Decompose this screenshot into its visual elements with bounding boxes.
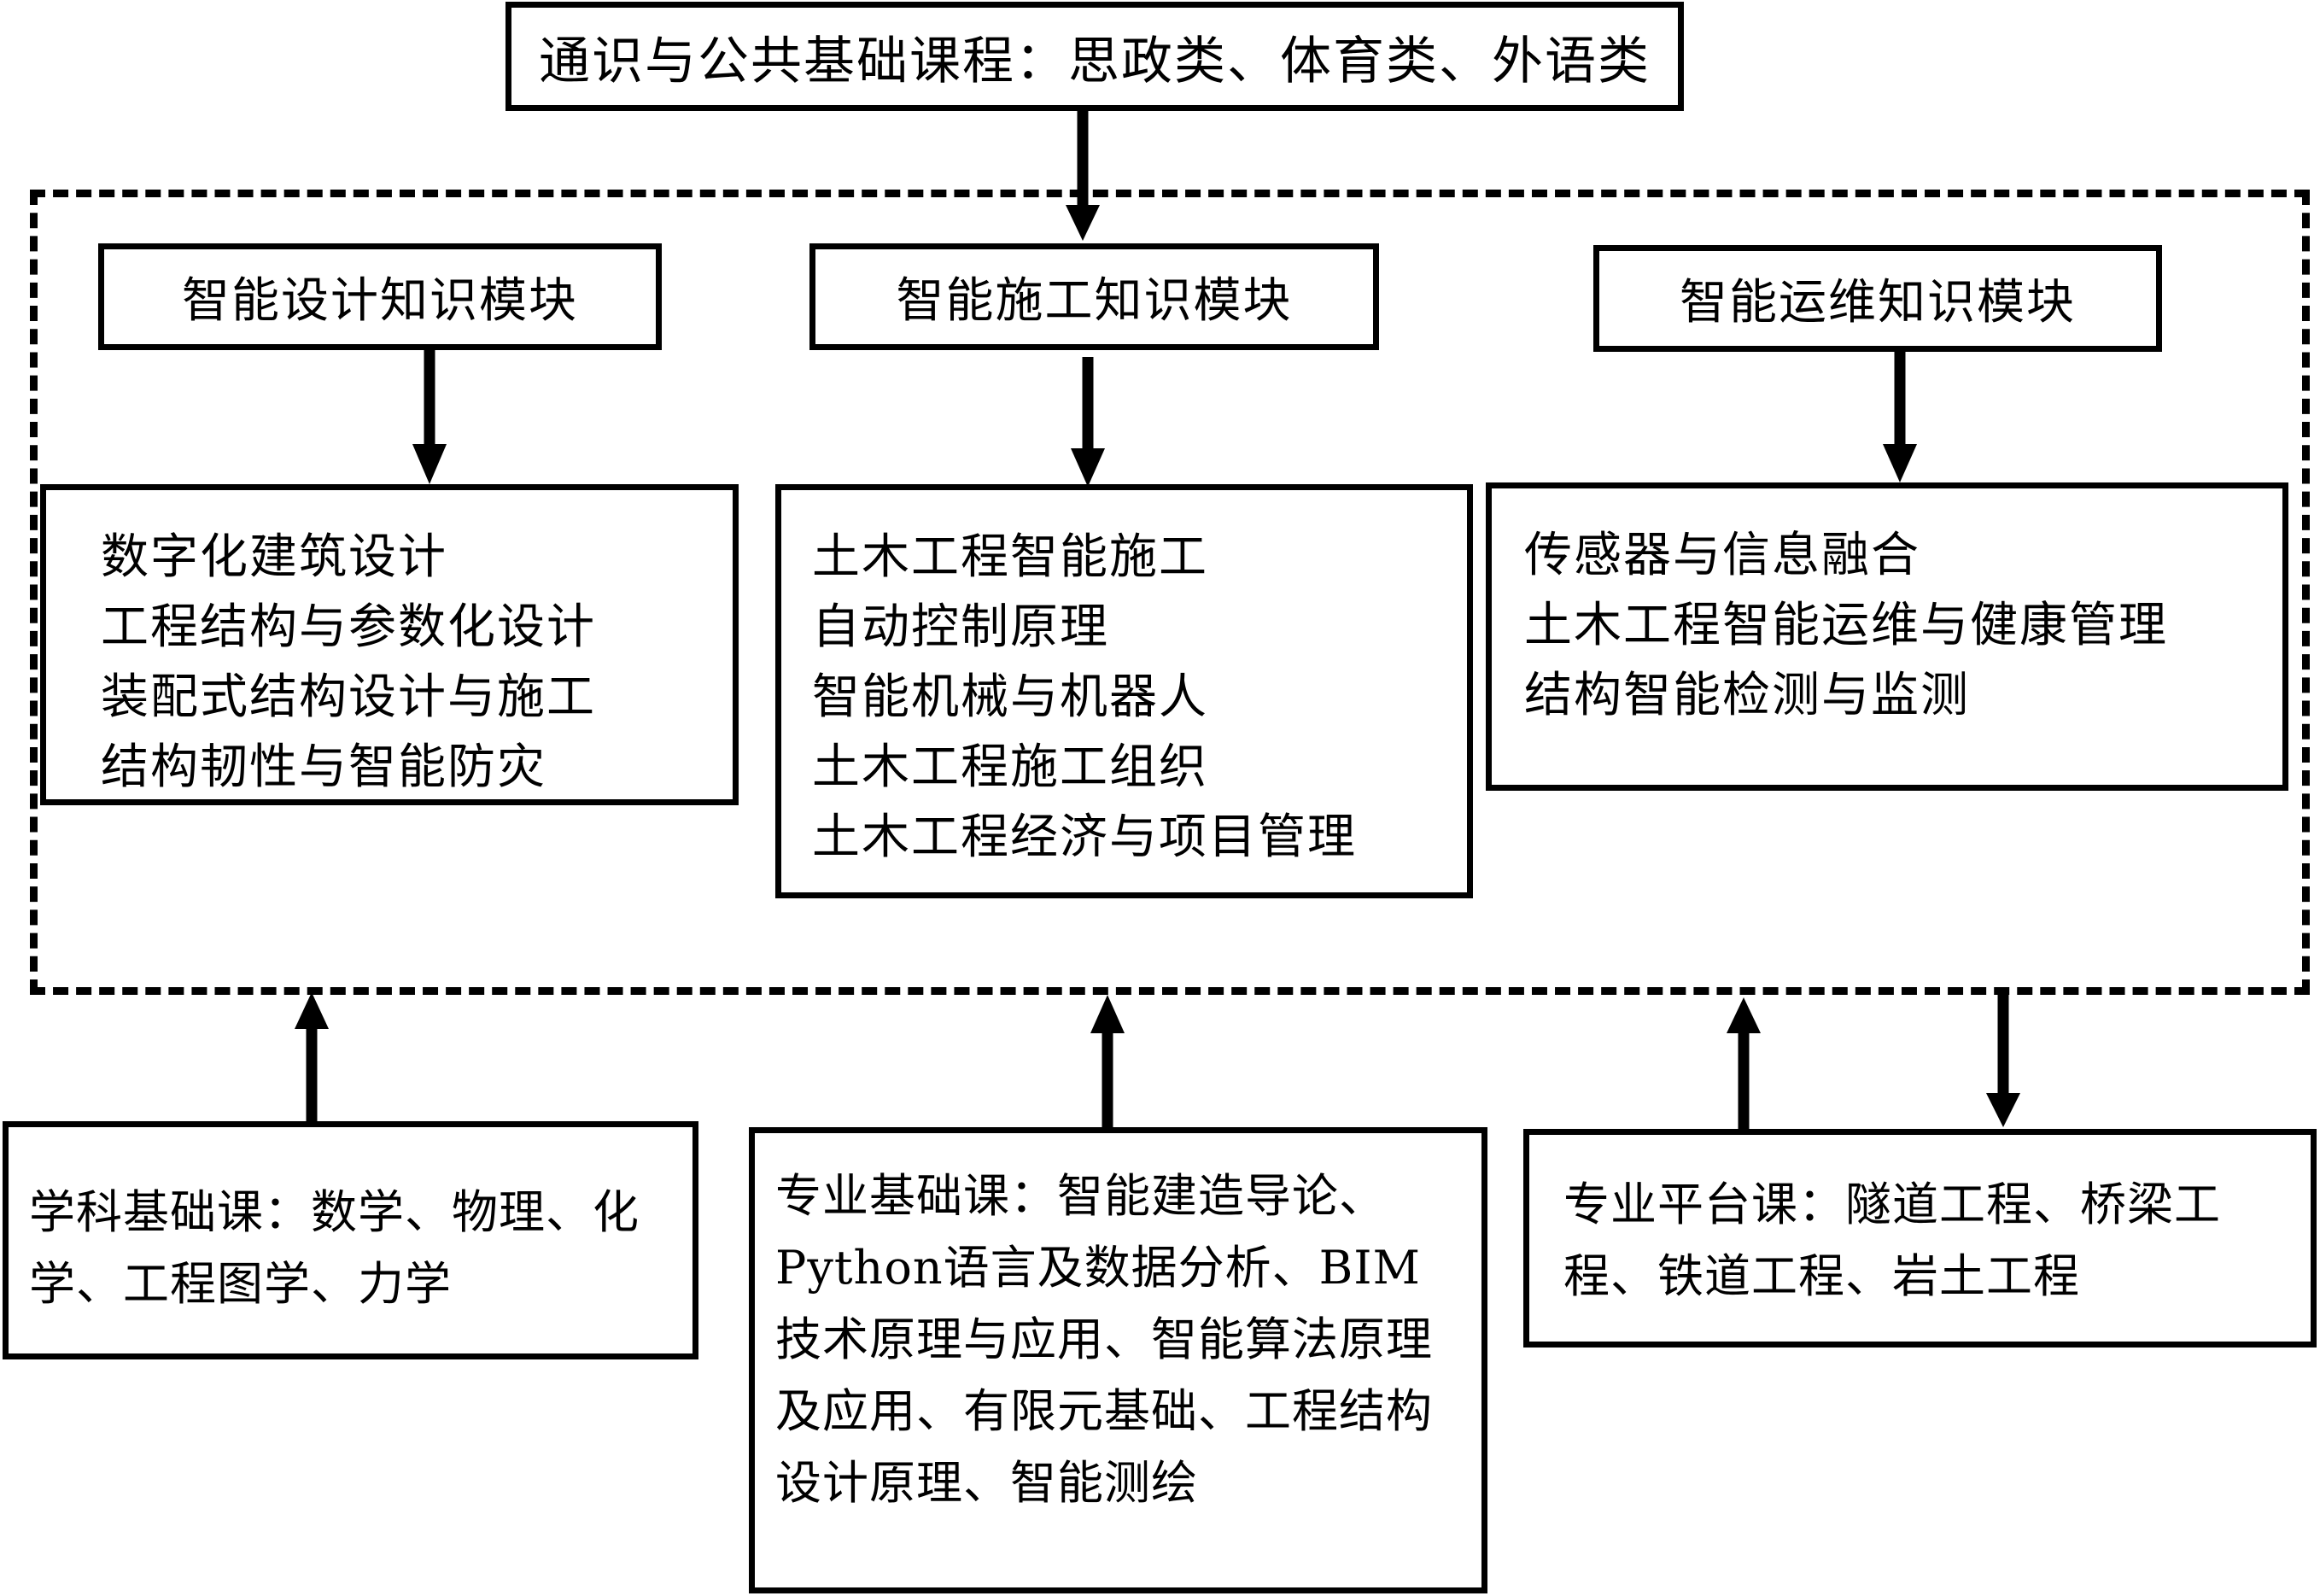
module-title: 智能施工知识模块: [896, 273, 1293, 329]
module-header-design: 智能设计知识模块: [98, 243, 662, 350]
arrow-up-icon: [295, 992, 329, 1125]
module-courses-construction: 土木工程智能施工 自动控制原理 智能机械与机器人 土木工程施工组织 土木工程经济…: [775, 484, 1473, 898]
general-education-box: 通识与公共基础课程：思政类、体育类、外语类: [505, 2, 1684, 111]
module-header-construction: 智能施工知识模块: [809, 243, 1379, 350]
module-title: 智能设计知识模块: [182, 273, 578, 329]
major-basics-text: 专业基础课：智能建造导论、Python语言及数据分析、BIM技术原理与应用、智能…: [775, 1169, 1433, 1510]
knowledge-modules-frame: [30, 190, 2310, 995]
course-item: 智能机械与机器人: [812, 669, 1208, 725]
discipline-basics-box: 学科基础课：数学、物理、化学、工程图学、力学: [3, 1121, 698, 1359]
module-title: 智能运维知识模块: [1680, 275, 2076, 330]
course-item: 土木工程施工组织: [812, 740, 1208, 795]
discipline-basics-text: 学科基础课：数学、物理、化学、工程图学、力学: [29, 1185, 640, 1311]
course-item: 结构韧性与智能防灾: [101, 740, 546, 795]
arrow-up-icon: [1727, 997, 1761, 1131]
course-item: 土木工程智能施工: [812, 529, 1208, 585]
course-item: 传感器与信息融合: [1524, 528, 1920, 583]
arrow-down-icon: [1986, 992, 2020, 1127]
course-item: 结构智能检测与监测: [1524, 668, 1970, 723]
general-education-label: 通识与公共基础课程：思政类、体育类、外语类: [539, 31, 1651, 91]
arrow-up-icon: [1090, 995, 1125, 1131]
course-item: 土木工程经济与项目管理: [812, 810, 1357, 865]
course-item: 自动控制原理: [812, 599, 1109, 655]
major-platform-text: 专业平台课：隧道工程、桥梁工程、铁道工程、岩土工程: [1563, 1178, 2221, 1303]
course-item: 工程结构与参数化设计: [101, 599, 596, 655]
course-item: 数字化建筑设计: [101, 529, 447, 585]
major-basics-box: 专业基础课：智能建造导论、Python语言及数据分析、BIM技术原理与应用、智能…: [749, 1127, 1487, 1593]
course-item: 土木工程智能运维与健康管理: [1524, 598, 2168, 653]
module-header-operation: 智能运维知识模块: [1593, 245, 2162, 352]
major-platform-box: 专业平台课：隧道工程、桥梁工程、铁道工程、岩土工程: [1523, 1129, 2317, 1348]
course-item: 装配式结构设计与施工: [101, 669, 596, 725]
module-courses-design: 数字化建筑设计 工程结构与参数化设计 装配式结构设计与施工 结构韧性与智能防灾: [40, 484, 739, 805]
module-courses-operation: 传感器与信息融合 土木工程智能运维与健康管理 结构智能检测与监测: [1486, 482, 2288, 791]
